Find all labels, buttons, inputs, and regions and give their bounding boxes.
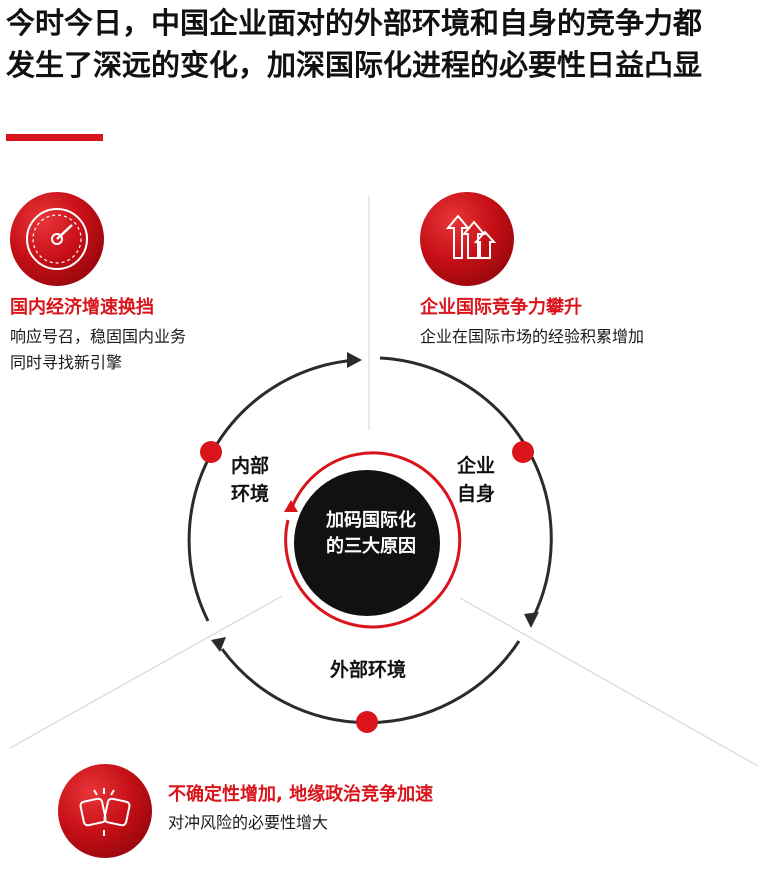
ring-label-external: 外部环境: [329, 659, 406, 681]
arrowhead-left: [211, 637, 226, 652]
ring-label-self-1: 企业: [456, 455, 495, 477]
factor-desc-domestic-1: 响应号召，稳固国内业务: [10, 327, 187, 346]
ring-dot-right: [512, 441, 534, 463]
speedometer-icon: [26, 208, 88, 270]
center-label-1: 加码国际化: [326, 510, 416, 531]
factor-desc-competitiveness-1: 企业在国际市场的经验积累增加: [420, 327, 645, 346]
ring-label-internal-1: 内部: [230, 455, 269, 477]
factor-desc-uncertainty-1: 对冲风险的必要性增大: [168, 813, 329, 832]
ring-dot-left: [200, 441, 222, 463]
arrowhead-top: [347, 352, 362, 368]
rising-arrows-icon: [445, 214, 497, 259]
center-label: 加码国际化 的三大原因: [296, 508, 446, 560]
ring-label-internal-2: 环境: [230, 483, 269, 505]
ring-label-internal: 内部 环境: [222, 452, 278, 508]
center-label-2: 的三大原因: [326, 536, 416, 557]
arrowhead-right: [524, 612, 539, 628]
factor-title-uncertainty: 不确定性增加, 地缘政治竞争加速: [168, 784, 434, 805]
center-circle: [294, 470, 440, 616]
badge-uncertainty: [58, 764, 152, 858]
title-accent-bar: [6, 134, 103, 141]
page-title: 今时今日，中国企业面对的外部环境和自身的竞争力都发生了深远的变化，加深国际化进程…: [6, 6, 703, 82]
badge-domestic-economy: [10, 192, 104, 286]
factor-desc-domestic-2: 同时寻找新引擎: [10, 353, 123, 372]
ring-label-self-2: 自身: [456, 483, 495, 505]
divider-left: [9, 595, 283, 749]
ring-dot-bottom: [356, 711, 378, 733]
divider-right: [459, 597, 759, 767]
clashing-fists-icon: [79, 788, 131, 836]
ring-label-self: 企业 自身: [448, 452, 504, 508]
factor-title-domestic: 国内经济增速换挡: [10, 297, 154, 318]
inner-red-arc: [284, 451, 462, 629]
inner-arrowhead: [284, 500, 298, 512]
badge-competitiveness: [420, 192, 514, 286]
factor-title-competitiveness: 企业国际竞争力攀升: [420, 297, 582, 318]
